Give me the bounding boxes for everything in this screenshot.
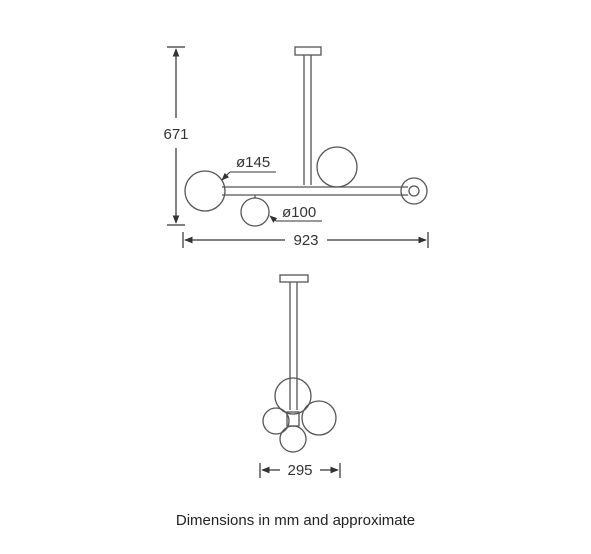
front-view xyxy=(184,46,428,227)
depth-dimension xyxy=(259,463,341,478)
small-globe-diameter-label: ø100 xyxy=(282,204,316,221)
side-ceiling-canopy xyxy=(279,274,309,283)
height-dimension xyxy=(167,46,185,226)
dimensions-caption: Dimensions in mm and approximate xyxy=(175,512,416,529)
side-globe-bottom xyxy=(279,425,307,453)
side-globe-left xyxy=(262,407,290,435)
end-cap-inner xyxy=(408,185,420,197)
globe-large-left xyxy=(184,170,226,212)
end-cap-outer xyxy=(400,177,428,205)
large-globe-callout xyxy=(221,171,276,181)
depth-label: 295 xyxy=(287,462,312,479)
horizontal-arm xyxy=(222,186,408,196)
globe-small-bottom xyxy=(240,197,270,227)
width-label: 923 xyxy=(293,232,318,249)
side-view xyxy=(262,274,337,453)
side-hub xyxy=(286,411,300,427)
large-globe-diameter-label: ø145 xyxy=(236,154,270,171)
ceiling-canopy xyxy=(294,46,322,56)
globe-large-top xyxy=(316,146,358,188)
width-dimension xyxy=(182,232,429,248)
height-label: 671 xyxy=(163,126,188,143)
side-globe-right xyxy=(301,400,337,436)
small-globe-callout xyxy=(269,215,322,223)
side-globe-top xyxy=(274,377,312,415)
